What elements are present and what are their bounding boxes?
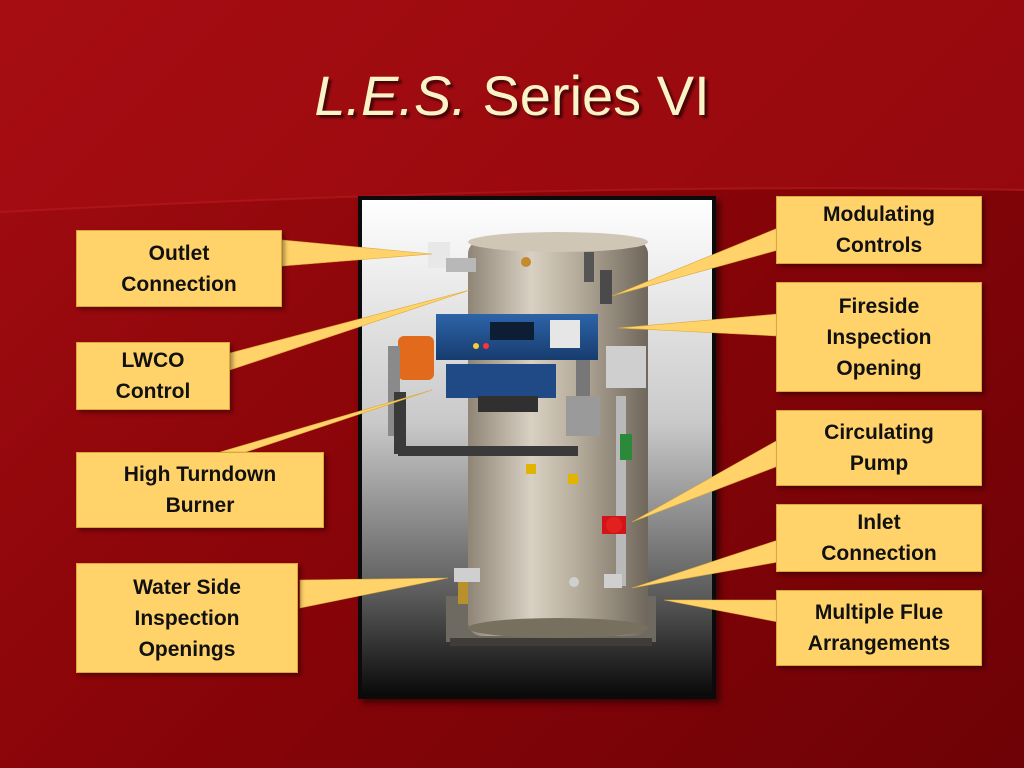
leader-multiple-flue [663, 599, 779, 623]
callout-outlet-connection-label: Outlet Connection [121, 241, 237, 296]
leader-modulating-controls [611, 227, 779, 297]
leader-water-side-inspection [299, 577, 449, 609]
callout-circulating-pump-label: Circulating Pump [824, 421, 934, 475]
callout-outlet-connection: Outlet Connection [76, 230, 282, 307]
callout-fireside-inspection: Fireside Inspection Opening [776, 282, 982, 392]
callout-multiple-flue-label: Multiple Flue Arrangements [807, 601, 951, 655]
callout-inlet-connection-label: Inlet Connection [821, 511, 937, 565]
leader-fireside-inspection [617, 313, 779, 337]
title-rest: Series VI [466, 64, 710, 127]
slide-title: L.E.S. Series VI [0, 60, 1024, 132]
callout-circulating-pump: Circulating Pump [776, 410, 982, 486]
callout-water-side-inspection: Water Side Inspection Openings [76, 563, 298, 673]
callout-high-turndown-burner-label: High Turndown Burner [123, 463, 277, 517]
leader-circulating-pump [631, 439, 779, 523]
callout-water-side-inspection-label: Water Side Inspection Openings [133, 575, 241, 661]
callout-lwco-control-label: LWCO Control [115, 349, 191, 403]
callout-inlet-connection: Inlet Connection [776, 504, 982, 572]
callout-fireside-inspection-label: Fireside Inspection Opening [826, 294, 932, 380]
callout-modulating-controls-label: Modulating Controls [823, 203, 935, 257]
callout-modulating-controls: Modulating Controls [776, 196, 982, 264]
callout-high-turndown-burner: High Turndown Burner [76, 452, 324, 528]
callout-lwco-control: LWCO Control [76, 342, 230, 410]
leader-inlet-connection [631, 539, 779, 589]
leader-outlet-connection [281, 239, 433, 267]
leader-lwco-control [229, 289, 471, 371]
title-italic: L.E.S. [314, 64, 467, 127]
leader-high-turndown-burner [219, 389, 433, 453]
callout-multiple-flue: Multiple Flue Arrangements [776, 590, 982, 666]
